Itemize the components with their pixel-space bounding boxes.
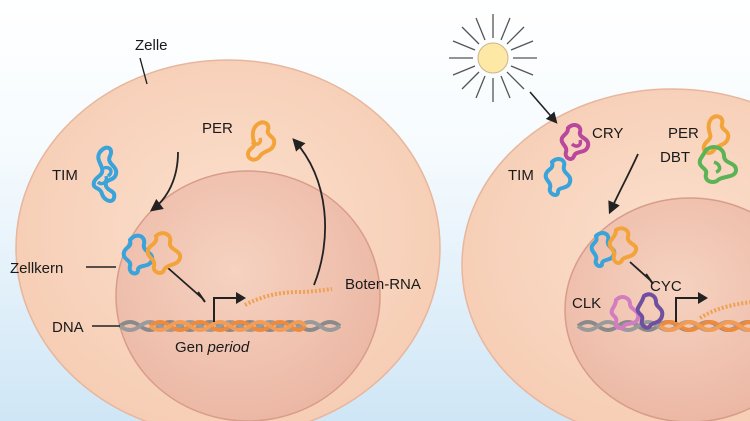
promoter-arrow-icon-right (675, 292, 708, 322)
zellkern-label: Zellkern (10, 260, 63, 277)
gene-label: Gen period (175, 339, 250, 356)
tim-label: TIM (52, 167, 78, 184)
promoter-arrow-icon (213, 292, 246, 322)
dna-helix-icon-right (576, 320, 750, 332)
tim-per-complex-icon (121, 231, 183, 276)
left-nucleus (115, 170, 381, 421)
inhibition-bar-icon-right (629, 261, 654, 285)
tim-per-complex-icon-right (589, 226, 639, 269)
tim-to-nucleus-arrow (149, 151, 179, 212)
zelle-leader-line (139, 57, 148, 85)
cry-protein-icon (559, 123, 591, 161)
dbt-protein-icon (697, 145, 739, 184)
per-protein-icon-right (701, 114, 731, 155)
per-protein-icon (246, 120, 277, 162)
mrna-strand-icon (244, 287, 333, 307)
gene-label-prefix: Gen (175, 339, 208, 356)
clk-label: CLK (572, 295, 601, 312)
cyc-label: CYC (650, 278, 682, 295)
tim-label-right: TIM (508, 167, 534, 184)
cry-label: CRY (592, 125, 623, 142)
dbt-label: DBT (660, 149, 690, 166)
left-cell (15, 59, 441, 421)
clk-protein-icon (609, 295, 641, 331)
sun-to-cry-arrow (529, 91, 558, 124)
cyc-protein-icon (635, 292, 665, 330)
tim-protein-icon (91, 145, 119, 203)
sun-icon (449, 14, 537, 102)
tim-protein-icon-right (543, 157, 573, 197)
dna-label: DNA (52, 319, 84, 336)
right-cell (461, 88, 750, 421)
zelle-label: Zelle (135, 37, 168, 54)
per-label-right: PER (668, 125, 699, 142)
dna-helix-icon (118, 320, 342, 332)
inhibition-bar-icon (167, 267, 206, 303)
right-nucleus (564, 197, 750, 421)
mrna-label: Boten-RNA (345, 276, 421, 293)
mrna-strand-icon-right (698, 300, 750, 320)
mrna-to-per-arrow (292, 138, 326, 286)
cry-tim-to-nucleus-arrow (608, 153, 639, 215)
per-label: PER (202, 120, 233, 137)
gene-label-italic: period (207, 339, 250, 356)
